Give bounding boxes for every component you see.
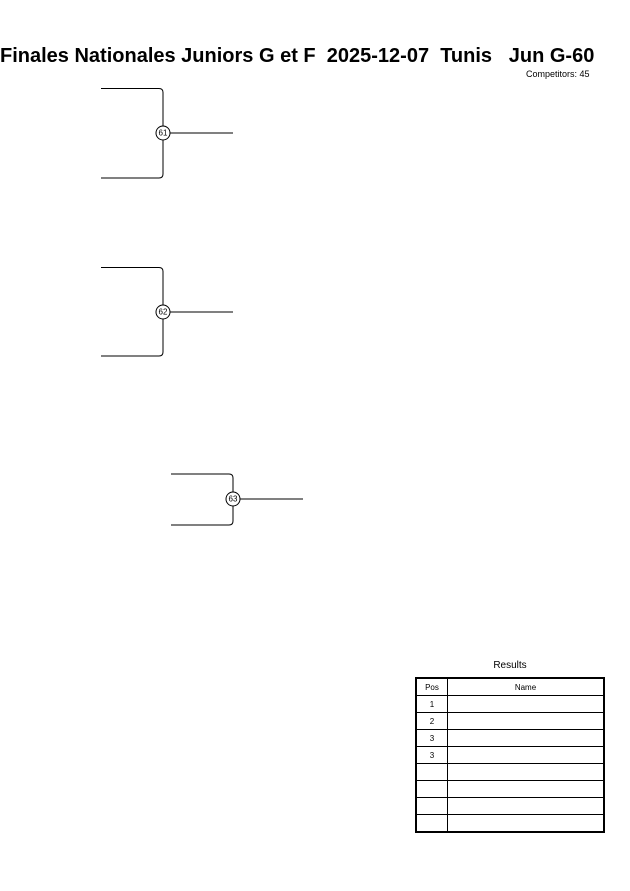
bracket-connector [101, 88, 164, 179]
table-row [415, 814, 605, 833]
table-row: 2 [415, 712, 605, 730]
match-number: 63 [229, 495, 238, 504]
name-cell [447, 695, 605, 713]
pos-cell: 3 [415, 746, 448, 764]
name-column-header: Name [447, 677, 605, 696]
table-row: 3 [415, 746, 605, 764]
pos-cell: 2 [415, 712, 448, 730]
bracket-connector [171, 473, 234, 526]
table-row: 1 [415, 695, 605, 713]
event-location: Tunis [440, 45, 493, 67]
bracket-connector [101, 267, 164, 357]
pos-cell [415, 763, 448, 781]
name-cell [447, 746, 605, 764]
pos-cell [415, 797, 448, 815]
bracket-match-62: 62 [101, 267, 233, 357]
event-date: 2025-12-07 [326, 45, 430, 67]
bracket-match-61: 61 [101, 88, 233, 179]
name-cell [447, 729, 605, 747]
match-number: 62 [159, 308, 168, 317]
name-cell [447, 712, 605, 730]
name-cell [447, 763, 605, 781]
results-title: Results [493, 660, 527, 671]
page-title: Finales Nationales Juniors G et F 2025-1… [0, 44, 630, 68]
pos-cell [415, 780, 448, 798]
match-number-circle [225, 491, 241, 507]
name-cell [447, 814, 605, 833]
name-cell [447, 780, 605, 798]
match-number: 61 [159, 129, 168, 138]
results-header-row: Pos Name [415, 677, 605, 696]
pos-cell: 1 [415, 695, 448, 713]
table-row [415, 780, 605, 798]
pos-column-header: Pos [415, 677, 448, 696]
table-row [415, 763, 605, 781]
event-category: Jun G-60 [508, 45, 595, 67]
competitors-count: Competitors: 45 [526, 69, 590, 79]
name-cell [447, 797, 605, 815]
results-table: Pos Name 1 2 3 3 [415, 677, 605, 833]
table-row [415, 797, 605, 815]
match-number-circle [155, 125, 171, 141]
table-row: 3 [415, 729, 605, 747]
event-name: Finales Nationales Juniors G et F [0, 45, 316, 67]
pos-cell: 3 [415, 729, 448, 747]
match-number-circle [155, 304, 171, 320]
pos-cell [415, 814, 448, 833]
bracket-match-63: 63 [171, 473, 303, 526]
